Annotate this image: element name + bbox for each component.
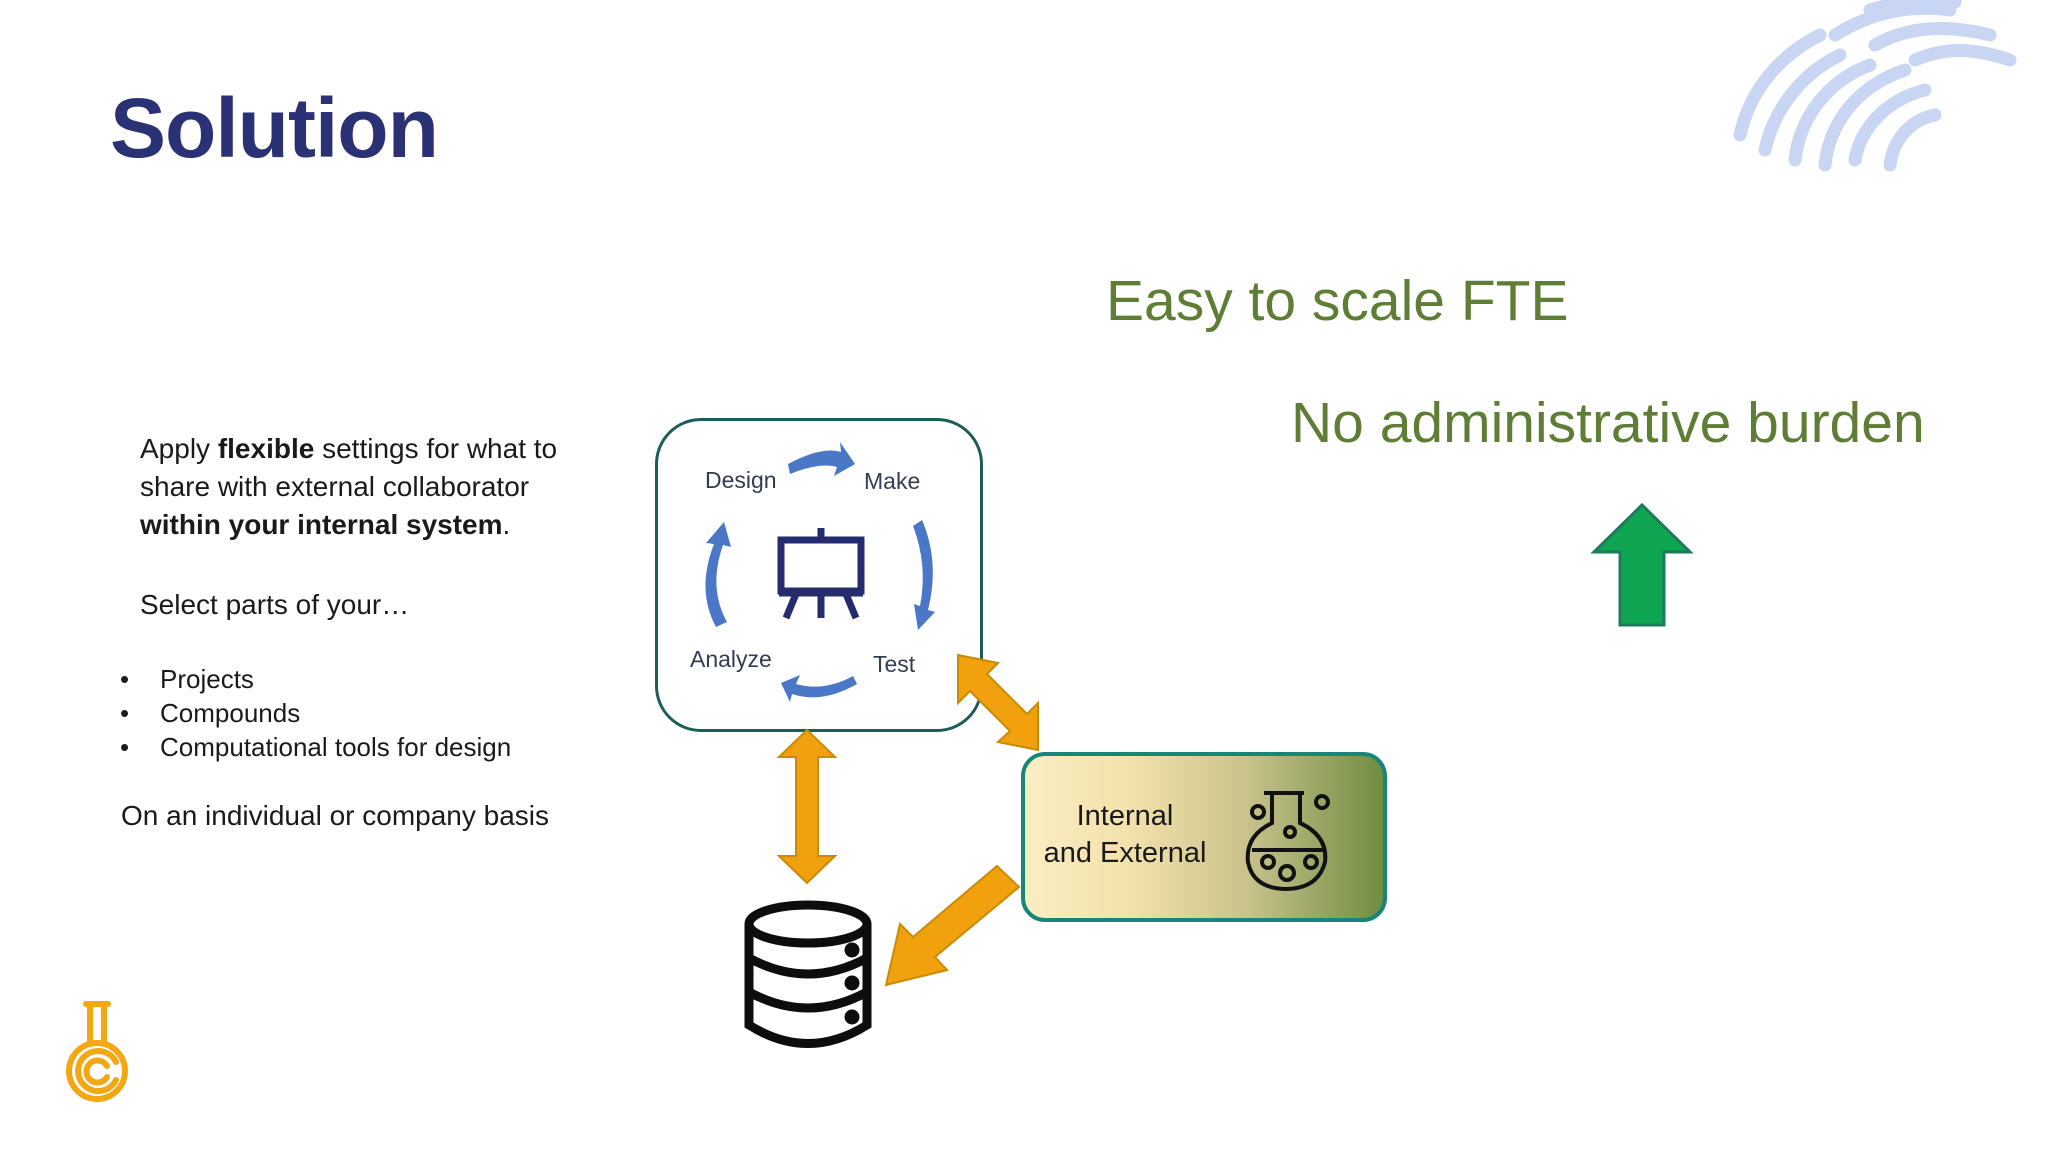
cycle-label-make: Make (864, 468, 921, 494)
p1-bold-internal-system: within your internal system (140, 509, 503, 540)
p1-after: settings for what to share with external… (140, 433, 558, 502)
p1-bold-flexible: flexible (217, 433, 315, 464)
list-item-label: Compounds (160, 698, 301, 728)
cycle-arrows (705, 442, 935, 702)
slide-title: Solution (110, 81, 439, 175)
collaborator-label-line1: Internal (1076, 800, 1174, 832)
arrow-collaborator-to-database (884, 864, 1021, 987)
benefit-no-admin-burden: No administrative burden (1291, 391, 1925, 455)
arrow-box-to-collaborator (957, 653, 1039, 752)
database-icon (744, 900, 872, 1048)
list-item: • Projects (120, 662, 511, 696)
bullet-dot: • (120, 664, 130, 694)
settings-description: Apply flexible settings for what to shar… (140, 430, 610, 544)
collaborator-label-line2: and External (1043, 837, 1207, 869)
cycle-label-analyze: Analyze (690, 646, 772, 672)
list-item-label: Projects (160, 664, 254, 694)
flask-icon (1245, 791, 1330, 892)
logo-icon (66, 1001, 128, 1102)
list-item: • Compounds (120, 696, 511, 730)
p1-end: . (502, 509, 511, 540)
list-item: • Computational tools for design (120, 730, 511, 764)
easel-icon (777, 528, 865, 620)
list-item-label: Computational tools for design (160, 732, 512, 762)
collaborator-box-label: Internal and External (1030, 798, 1220, 872)
cycle-label-test: Test (873, 651, 916, 677)
bullet-dot: • (120, 698, 130, 728)
double-arrows (776, 653, 1039, 987)
basis-text: On an individual or company basis (121, 800, 550, 831)
bullet-dot: • (120, 732, 130, 762)
collaborator-box (1021, 752, 1387, 922)
corner-pattern (1733, 0, 2017, 172)
benefit-scale-fte: Easy to scale FTE (1106, 269, 1569, 333)
p1-before: Apply (140, 433, 218, 464)
up-arrow-icon (1590, 502, 1694, 627)
arrow-box-to-database (776, 728, 838, 885)
cycle-label-design: Design (705, 467, 777, 493)
select-parts-text: Select parts of your… (140, 589, 410, 620)
bullet-list: • Projects • Compounds • Computational tool… (120, 662, 511, 764)
